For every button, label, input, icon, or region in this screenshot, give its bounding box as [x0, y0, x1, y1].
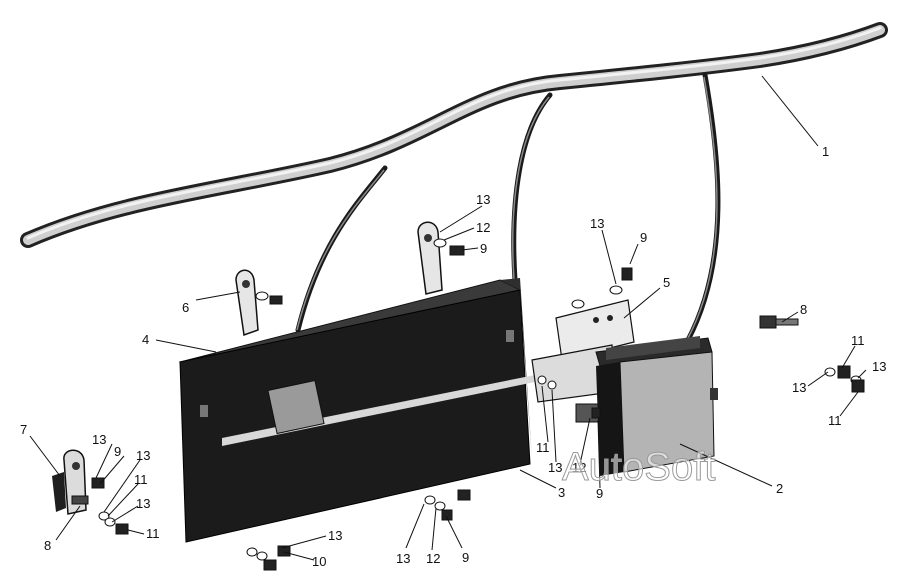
callout-13-right-a: 13: [872, 359, 886, 374]
callout-12-top: 12: [476, 220, 490, 235]
callout-11-right-bottom: 11: [828, 413, 842, 428]
callout-6: 6: [182, 300, 189, 315]
callout-13-left-a: 13: [92, 432, 106, 447]
callout-7: 7: [20, 422, 27, 437]
callout-8-left: 8: [44, 538, 51, 553]
callout-labels: 1 2 3 4 5 6 7 8 8 9 9 9 9 9 10 11 11 11 …: [20, 144, 886, 569]
callout-9-left: 9: [114, 444, 121, 459]
callout-13-right-b: 13: [792, 380, 806, 395]
callout-13-under-bracket: 13: [548, 460, 562, 475]
callout-11-right-top: 11: [851, 333, 865, 348]
callout-13-bottom-b: 13: [396, 551, 410, 566]
callout-11-bracket: 11: [536, 440, 550, 455]
callout-11-left-top: 11: [134, 472, 148, 487]
callout-9-bottom: 9: [462, 550, 469, 565]
callout-2: 2: [776, 481, 783, 496]
watermark: AutoSoft: [562, 445, 715, 489]
callout-10: 10: [312, 554, 326, 569]
relay-unit-2: [595, 336, 718, 476]
callout-1: 1: [822, 144, 829, 159]
callout-8-right: 8: [800, 302, 807, 317]
callout-13-left-b: 13: [136, 448, 150, 463]
leader-lines: [29, 75, 867, 561]
control-module-4: [178, 278, 535, 543]
top-bracket-left: [235, 269, 259, 337]
module-connector: [267, 379, 325, 435]
callout-9-top: 9: [480, 241, 487, 256]
callout-11-left-bottom: 11: [146, 526, 160, 541]
callout-9-relay: 9: [596, 486, 603, 501]
callout-5: 5: [663, 275, 670, 290]
callout-13-left-c: 13: [136, 496, 150, 511]
wire-harness: [20, 22, 888, 248]
callout-13-top: 13: [476, 192, 490, 207]
fasteners: [71, 238, 865, 571]
callout-13-bracket: 13: [590, 216, 604, 231]
callout-4: 4: [142, 332, 149, 347]
callout-13-bottom-a: 13: [328, 528, 342, 543]
top-bracket-right: [417, 221, 443, 295]
callout-12-bottom: 12: [426, 551, 440, 566]
callout-9-bracket: 9: [640, 230, 647, 245]
callout-3: 3: [558, 485, 565, 500]
callout-12-relay: 12: [572, 460, 586, 475]
